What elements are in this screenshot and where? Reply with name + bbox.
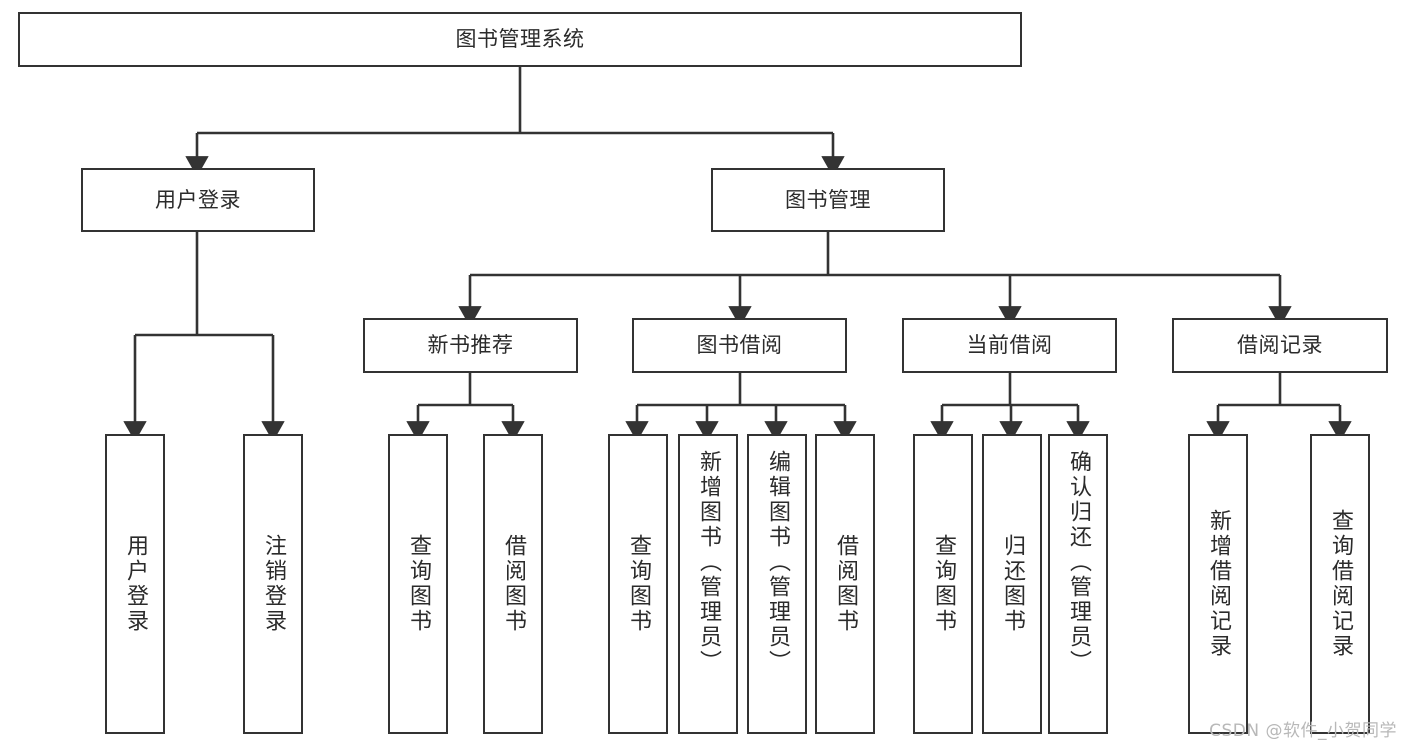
- leaf-newbook-borrow-label: 借阅图书: [501, 534, 526, 634]
- node-new-book-recommend-label: 新书推荐: [427, 333, 514, 358]
- node-borrow-record-label: 借阅记录: [1237, 333, 1323, 358]
- leaf-borrow-lend-label: 借阅图书: [833, 534, 858, 634]
- leaf-current-query[interactable]: 查询图书: [913, 434, 973, 734]
- leaf-borrow-edit[interactable]: 编辑图书（管理员）: [747, 434, 807, 734]
- node-current-borrow-label: 当前借阅: [966, 333, 1053, 358]
- leaf-user-login-signin[interactable]: 用户登录: [105, 434, 165, 734]
- leaf-current-return[interactable]: 归还图书: [982, 434, 1042, 734]
- node-book-management[interactable]: 图书管理: [711, 168, 945, 232]
- leaf-borrow-query-label: 查询图书: [626, 534, 651, 634]
- leaf-current-query-label: 查询图书: [931, 534, 956, 634]
- node-new-book-recommend[interactable]: 新书推荐: [363, 318, 578, 373]
- leaf-borrow-add-label: 新增图书（管理员）: [696, 450, 721, 675]
- leaf-user-login-signin-label: 用户登录: [123, 534, 148, 634]
- node-root[interactable]: 图书管理系统: [18, 12, 1022, 67]
- leaf-current-return-label: 归还图书: [1000, 534, 1025, 634]
- leaf-record-add[interactable]: 新增借阅记录: [1188, 434, 1248, 734]
- leaf-user-login-signout-label: 注销登录: [261, 534, 286, 634]
- node-book-management-label: 图书管理: [785, 187, 871, 212]
- leaf-current-confirm-return[interactable]: 确认归还（管理员）: [1048, 434, 1108, 734]
- leaf-user-login-signout[interactable]: 注销登录: [243, 434, 303, 734]
- node-borrow-record[interactable]: 借阅记录: [1172, 318, 1388, 373]
- node-current-borrow[interactable]: 当前借阅: [902, 318, 1117, 373]
- node-user-login[interactable]: 用户登录: [81, 168, 315, 232]
- leaf-borrow-lend[interactable]: 借阅图书: [815, 434, 875, 734]
- leaf-newbook-borrow[interactable]: 借阅图书: [483, 434, 543, 734]
- leaf-current-confirm-return-label: 确认归还（管理员）: [1066, 450, 1091, 675]
- leaf-record-query[interactable]: 查询借阅记录: [1310, 434, 1370, 734]
- leaf-newbook-query[interactable]: 查询图书: [388, 434, 448, 734]
- leaf-borrow-edit-label: 编辑图书（管理员）: [765, 450, 790, 675]
- node-user-login-label: 用户登录: [155, 187, 241, 212]
- leaf-borrow-query[interactable]: 查询图书: [608, 434, 668, 734]
- csdn-watermark: CSDN @软件_小贺同学: [1209, 721, 1397, 741]
- leaf-borrow-add[interactable]: 新增图书（管理员）: [678, 434, 738, 734]
- leaf-newbook-query-label: 查询图书: [406, 534, 431, 634]
- leaf-record-add-label: 新增借阅记录: [1206, 509, 1231, 659]
- leaf-record-query-label: 查询借阅记录: [1328, 509, 1353, 659]
- node-root-label: 图书管理系统: [455, 27, 585, 52]
- node-book-borrow-label: 图书借阅: [696, 333, 783, 358]
- node-book-borrow[interactable]: 图书借阅: [632, 318, 847, 373]
